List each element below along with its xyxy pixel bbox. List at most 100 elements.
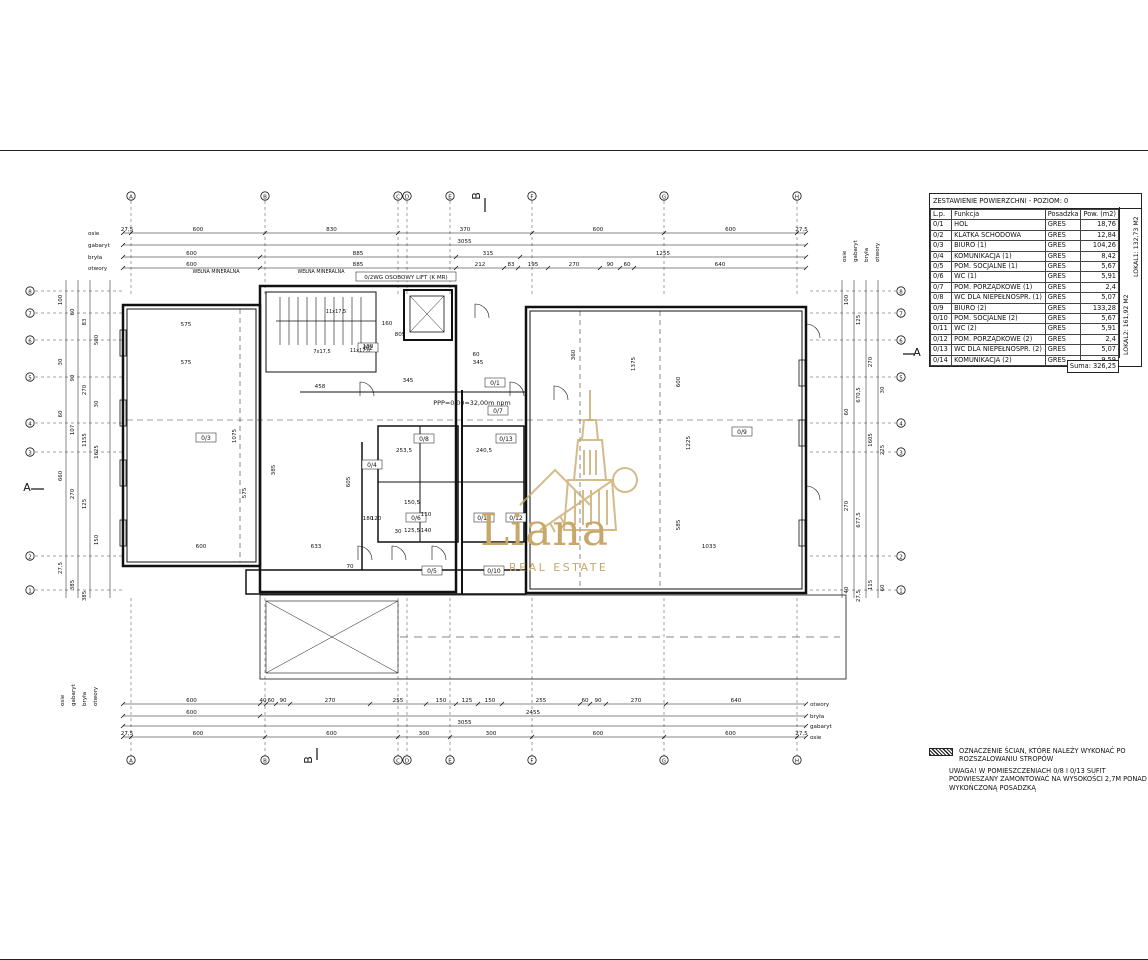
bottom-otwory-tick xyxy=(587,701,593,707)
bottom-osie-tick xyxy=(794,734,800,740)
room-tag: 0/11 xyxy=(477,515,491,522)
bottom-otwory-tick xyxy=(803,701,809,707)
bottom-osie-value: 600 xyxy=(326,731,337,737)
top-bryla-tick xyxy=(803,254,809,260)
room-tag-box xyxy=(495,433,517,444)
bottom-gabaryt-tick xyxy=(803,723,809,729)
table-cell: GRES xyxy=(1044,250,1082,263)
side-label-left: osie xyxy=(60,694,66,706)
axis-bubble-left xyxy=(25,447,35,457)
room-dim-value: 110 xyxy=(421,512,432,518)
bottom-osie-value: 27,5 xyxy=(121,731,134,737)
left-dim-value: 150 xyxy=(94,534,100,545)
room-dim-value: 180 xyxy=(363,516,374,522)
left-dim-value: 60 xyxy=(70,308,76,315)
stairs-label: 11x17,5 xyxy=(350,348,370,354)
side-label-right: bryła xyxy=(864,248,870,262)
bottom-osie-value: 300 xyxy=(486,731,497,737)
top-osie-tick xyxy=(128,230,134,236)
room-tag: 0/10 xyxy=(487,568,501,575)
bottom-otwory-label: otwory xyxy=(810,702,830,708)
axis-label-left: 7 xyxy=(28,311,32,317)
bottom-otwory-tick xyxy=(120,701,126,707)
axis-label-left: 2 xyxy=(28,554,32,560)
room-tag: 0/1 xyxy=(490,380,500,387)
top-gabaryt-value: 3055 xyxy=(457,239,472,245)
top-bryla-tick xyxy=(257,254,263,260)
lokal-2-area: LOKAL2: 161,92 M2 xyxy=(1123,294,1130,355)
section-a-left: A xyxy=(23,481,31,494)
table-cell: 0/1 xyxy=(929,219,953,231)
room-tag-box xyxy=(405,512,427,523)
room-tag-box xyxy=(413,433,435,444)
room-dim-value: 125,5 xyxy=(404,528,420,534)
room-tag: 0/13 xyxy=(499,436,513,443)
table-cell: 5,91 xyxy=(1080,271,1119,283)
table-cell: 0/12 xyxy=(929,333,953,346)
table-cell: 0/2 xyxy=(929,229,953,242)
door-swing xyxy=(359,381,375,397)
bottom-bryla-value: 2455 xyxy=(526,710,541,716)
hatch-swatch xyxy=(929,748,953,756)
axis-bubble-top xyxy=(659,191,669,201)
table-cell: 5,67 xyxy=(1080,313,1119,325)
room-tag-box xyxy=(483,565,505,576)
top-osie-tick xyxy=(794,230,800,236)
window xyxy=(119,329,127,357)
room-dim-value: 633 xyxy=(311,544,322,550)
top-bryla-label: bryła xyxy=(88,255,102,261)
table-cell: 0/10 xyxy=(929,313,953,325)
axis-label-right: 7 xyxy=(899,311,903,317)
left-dim-value: 90 xyxy=(70,374,76,381)
door-swing xyxy=(474,303,490,319)
left-dim-value: 1155 xyxy=(82,433,88,447)
bottom-otwory-value: 90 xyxy=(279,698,287,704)
room-dim-value: 575 xyxy=(181,360,192,366)
core-outer-wall xyxy=(258,284,458,594)
bottom-otwory-tick xyxy=(475,701,481,707)
table-cell: 5,07 xyxy=(1080,344,1119,356)
top-bryla-value: 1255 xyxy=(656,251,671,257)
room-tag-box xyxy=(195,432,217,443)
room-tag-box xyxy=(505,512,527,523)
window xyxy=(119,519,127,547)
side-label-right: osie xyxy=(842,250,848,262)
bottom-otwory-value: 640 xyxy=(731,698,742,704)
room-dim-value: 180 xyxy=(363,344,374,350)
axis-bubble-top xyxy=(393,191,403,201)
room-dim-value: 140 xyxy=(421,528,432,534)
bottom-otwory-tick xyxy=(663,701,669,707)
room-tag: 0/12 xyxy=(509,515,523,522)
header-pow: Pow. (m2) xyxy=(1080,208,1119,221)
axis-bubble-left xyxy=(25,585,35,595)
bottom-otwory-tick xyxy=(367,701,373,707)
table-cell: 2,4 xyxy=(1080,281,1119,294)
room-dim-value: 605 xyxy=(346,476,352,487)
bottom-gabaryt-label: gabaryt xyxy=(810,724,833,730)
top-otwory-tick xyxy=(631,265,637,271)
axis-label-bottom: C xyxy=(396,758,400,764)
axis-bubble-left xyxy=(25,551,35,561)
axis-label-left: 3 xyxy=(28,450,32,456)
room-dim-value: 600 xyxy=(196,544,207,550)
axis-bubble-left xyxy=(25,286,35,296)
legend-note: UWAGA! W POMIESZCZENIACH 0/8 I 0/13 SUFI… xyxy=(949,767,1147,792)
table-cell: GRES xyxy=(1044,323,1082,335)
mineral-wool-label-1: WEŁNA MINERALNA xyxy=(193,269,241,275)
room-dim-value: 30 xyxy=(394,529,402,535)
room-dim-value: 1225 xyxy=(686,435,692,450)
bottom-bryla-label: bryła xyxy=(810,714,824,720)
side-label-left: bryła xyxy=(82,692,88,706)
corridor-wall xyxy=(245,569,527,595)
left-dim-value: 107 xyxy=(70,425,76,435)
side-label-right: gabaryt xyxy=(853,239,859,262)
axis-bubble-right xyxy=(896,286,906,296)
top-otwory-tick xyxy=(257,265,263,271)
top-otwory-tick xyxy=(803,265,809,271)
table-cell: GRES xyxy=(1044,292,1082,304)
top-osie-tick xyxy=(661,230,667,236)
room-dim-value: 160 xyxy=(382,321,393,327)
table-cell: KOMUNIKACJA (2) xyxy=(951,354,1046,367)
top-osie-tick xyxy=(529,230,535,236)
